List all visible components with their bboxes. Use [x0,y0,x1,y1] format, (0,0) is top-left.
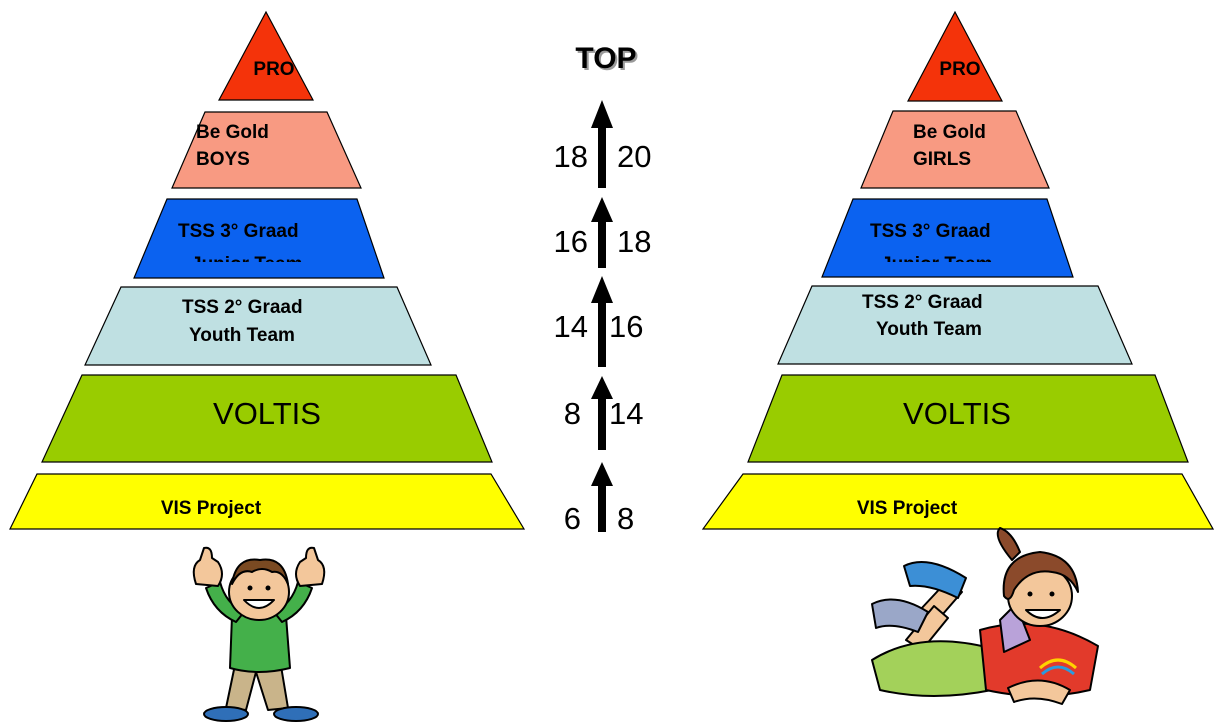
right-vis-tier [701,473,1214,530]
right-pro-label: PRO [939,59,980,80]
left-be-gold-line2: BOYS [196,149,250,170]
right-be-gold-tier [860,110,1050,189]
left-tss2-line1: TSS 2° Graad [182,297,303,318]
right-be-gold-line2: GIRLS [913,149,971,170]
right-tss3-line1: TSS 3° Graad [870,221,991,242]
right-voltis-label: VOLTIS [903,396,1011,431]
age-from-4: 8 [564,396,581,431]
left-tss2-line2: Youth Team [189,325,295,346]
right-pro-tier [907,10,1003,102]
arrow-up-icon [591,100,613,188]
right-voltis-tier [747,374,1189,463]
age-to-4: 14 [609,396,643,431]
arrow-icons [591,100,613,532]
boy-thumbs-up-icon [192,546,326,722]
left-tss2-tier [84,286,432,366]
age-to-1: 20 [617,139,651,174]
left-vis-tier [9,473,526,530]
right-tss2-tier [777,285,1133,365]
right-be-gold-line1: Be Gold [913,122,986,143]
arrow-up-icon [591,197,613,268]
right-tss2-line2: Youth Team [876,319,982,340]
age-from-3: 14 [554,309,588,344]
right-tss3-line2: Junior Team [881,254,993,275]
left-voltis-label: VOLTIS [213,396,321,431]
left-voltis-tier [41,374,493,463]
left-tss3-line1: TSS 3° Graad [178,221,299,242]
left-pro-tier [217,10,315,101]
age-from-2: 16 [554,224,588,259]
girl-lying-icon [871,527,1099,705]
age-to-3: 16 [609,309,643,344]
age-ladder: TOP TOP 18 20 16 18 14 16 8 14 6 8 [554,42,652,536]
arrow-up-icon [591,276,613,367]
left-tss3-tier [133,198,385,279]
left-vis-label: VIS Project [161,498,262,519]
arrow-up-icon [591,376,613,450]
left-be-gold-tier [171,111,362,189]
right-tss3-tier [821,198,1074,278]
age-from-1: 18 [554,139,588,174]
left-tss3-line2: Junior Team [191,254,303,275]
age-to-2: 18 [617,224,651,259]
top-label: TOP [575,42,636,75]
age-to-5: 8 [617,501,634,536]
right-tss2-line1: TSS 2° Graad [862,292,983,313]
age-from-5: 6 [564,501,581,536]
right-tss3-clip: Junior Team [881,254,993,275]
left-pro-label: PRO [253,59,294,80]
right-vis-label: VIS Project [857,498,958,519]
top-label-shadow: TOP [577,44,638,77]
left-be-gold-line1: Be Gold [196,122,269,143]
right-pyramid: PRO Be Gold GIRLS TSS 3° Graad Junior Te… [701,10,1214,530]
left-tss3-clip: Junior Team [191,254,303,275]
left-pyramid: PRO Be Gold BOYS TSS 3° Graad Junior Tea… [9,10,526,530]
arrow-up-icon [591,462,613,532]
